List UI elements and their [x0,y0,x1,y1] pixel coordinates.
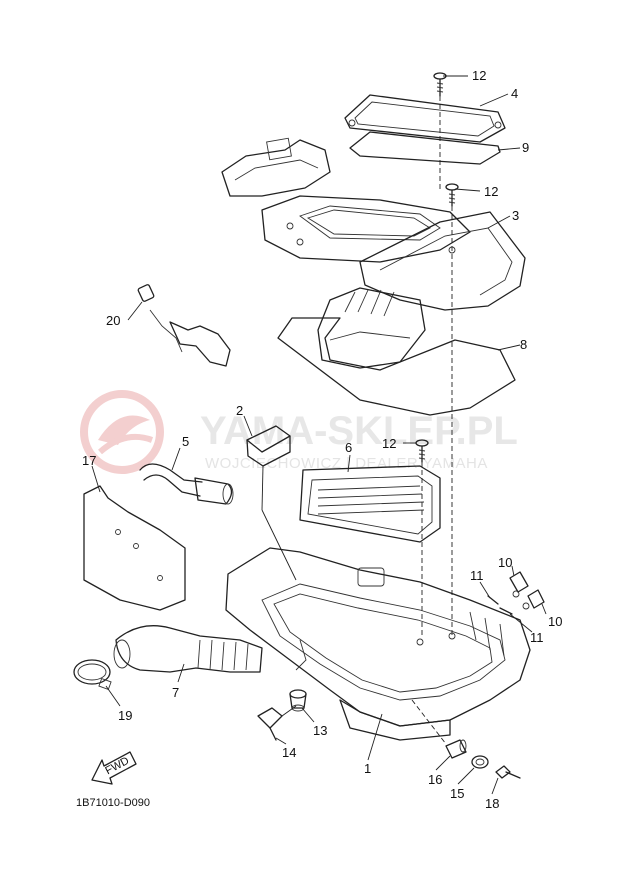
callout-11-upper: 11 [470,568,484,583]
part-14-valve [257,705,297,741]
part-3-intake-silencer [221,137,526,369]
part-7-duct [113,625,263,673]
callout-6: 6 [345,440,352,455]
fwd-arrow-icon: FWD [91,751,137,785]
callout-15: 15 [450,786,464,801]
callout-16: 16 [428,772,442,787]
callout-17: 17 [82,453,96,468]
part-20-sensor [137,284,231,367]
leader-lines [91,75,547,795]
part-5-hose [139,463,234,505]
part-11-pin-b [499,607,513,615]
part-13-grommet [289,689,307,712]
callout-19: 19 [118,708,132,723]
callout-11-lower: 11 [530,630,544,645]
part-8-seal [277,317,516,416]
part-10-fitting-a [509,571,529,598]
part-6-filter [299,465,441,543]
callout-18: 18 [485,796,499,811]
part-17-plate [83,485,186,611]
callout-13: 13 [313,723,327,738]
part-19-clamp [73,659,112,691]
callout-2: 2 [236,403,243,418]
callout-5: 5 [182,434,189,449]
watermark-brand: YAMA-SKLEP.PL [200,409,518,453]
part-1-housing [225,547,531,741]
callout-4: 4 [511,86,518,101]
callout-9: 9 [522,140,529,155]
callout-1: 1 [364,761,371,776]
callout-12-top: 12 [472,68,486,83]
part-9-gasket [349,131,501,165]
diagram-code: 1B71010-D090 [76,797,150,809]
watermark-logo [80,390,164,474]
callout-8: 8 [520,337,527,352]
callout-12-mid: 12 [484,184,498,199]
part-4-cover [344,94,506,143]
part-12-screw-mid [445,183,459,207]
callout-10-lower: 10 [548,614,562,629]
callout-20: 20 [106,313,120,328]
watermark: YAMA-SKLEP.PL WOJCIECHOWICZ | DEALER YAM… [80,390,518,474]
callout-10-upper: 10 [498,555,512,570]
part-18-bolt [495,765,521,779]
callout-14: 14 [282,745,296,760]
part-10-fitting-b [522,589,545,610]
watermark-tagline: WOJCIECHOWICZ | DEALER YAMAHA [205,455,488,472]
callouts: 12 4 9 12 3 8 20 2 5 6 12 17 10 11 10 11… [82,68,562,811]
callout-3: 3 [512,208,519,223]
callout-7: 7 [172,685,179,700]
part-15-collar [471,755,489,769]
part-16-bushing [445,739,467,759]
callout-12-lower: 12 [382,436,396,451]
